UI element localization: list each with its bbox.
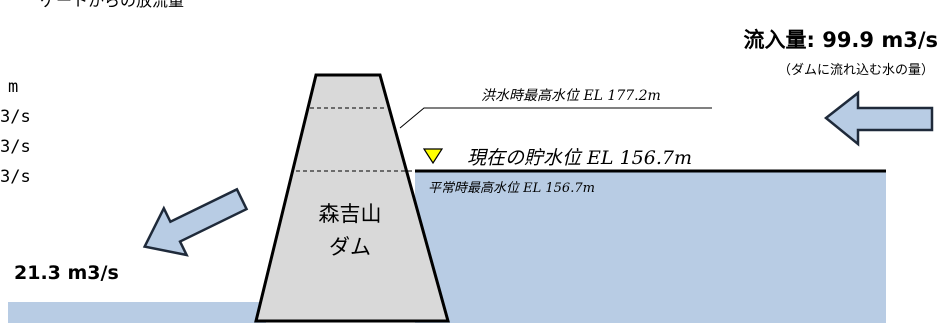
inflow-label: 流入量: 99.9 m3/s <box>744 28 939 52</box>
normal-level-label: 平常時最高水位 EL 156.7m <box>428 180 595 196</box>
dam-body <box>254 73 450 323</box>
inflow-note: （ダムに流れ込む水の量） <box>778 63 934 78</box>
water-level-marker-icon <box>422 148 444 165</box>
flood-level-label: 洪水時最高水位 EL 177.2m <box>481 88 661 104</box>
top-left-partial-text: ゲートからの放流量 <box>40 0 184 10</box>
outflow-label: 21.3 m3/s <box>14 262 119 284</box>
left-partial-line-2: 3/s <box>0 107 31 127</box>
dam-name-line-1: 森吉山 <box>319 202 382 226</box>
dam-name-line-2: ダム <box>329 235 371 259</box>
outflow-arrow-icon <box>142 187 249 257</box>
inflow-arrow-icon <box>823 90 934 147</box>
left-partial-line-4: 3/s <box>0 167 31 187</box>
current-level-label: 現在の貯水位 EL 156.7m <box>467 147 692 169</box>
reservoir-water <box>415 172 886 323</box>
left-partial-line-1: m <box>8 77 18 97</box>
flood-level-leader <box>399 107 712 129</box>
left-partial-line-3: 3/s <box>0 137 31 157</box>
downstream-water <box>8 302 266 323</box>
